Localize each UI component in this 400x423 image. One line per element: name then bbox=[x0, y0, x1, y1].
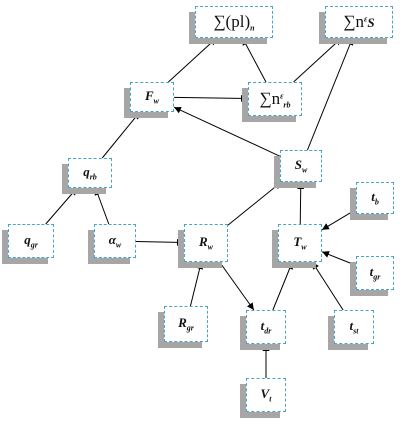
edge-fw-to-sum_nrb bbox=[173, 94, 249, 102]
node-rw[interactable]: Rw bbox=[178, 224, 228, 268]
node-box: tgr bbox=[356, 256, 394, 290]
edge-sw-to-fw bbox=[173, 106, 281, 157]
node-label: Vt bbox=[260, 386, 272, 404]
node-box: tb bbox=[356, 182, 394, 214]
node-label: ∑nεrb bbox=[259, 88, 291, 110]
node-tst[interactable]: tst bbox=[328, 310, 374, 350]
node-label: tst bbox=[349, 318, 359, 336]
node-rgr[interactable]: Rgr bbox=[158, 306, 208, 348]
edge-sum_nrb-to-sum_nes bbox=[293, 37, 342, 83]
edge-aw-to-rw bbox=[135, 238, 185, 246]
node-box: ∑nεS bbox=[325, 6, 393, 38]
node-qrb[interactable]: qrb bbox=[62, 158, 112, 194]
edge-fw-to-sum_pl bbox=[168, 37, 217, 83]
node-box: qrb bbox=[68, 158, 112, 188]
node-tdr[interactable]: tdr bbox=[240, 310, 286, 350]
node-box: Sw bbox=[280, 150, 322, 182]
node-tw[interactable]: Tw bbox=[272, 224, 322, 268]
node-label: qrb bbox=[83, 164, 97, 182]
node-label: Rgr bbox=[178, 315, 194, 333]
node-label: Fw bbox=[144, 88, 159, 106]
node-sum-n-eps-s[interactable]: ∑nεS bbox=[319, 6, 393, 44]
edge-tst-to-tw bbox=[311, 261, 344, 311]
node-box: Vt bbox=[246, 378, 286, 412]
edge-rw-to-sw bbox=[227, 181, 282, 226]
node-box: ∑nεrb bbox=[248, 82, 302, 116]
node-sw[interactable]: Sw bbox=[274, 150, 322, 188]
edge-layer bbox=[45, 37, 357, 378]
node-label: tb bbox=[371, 189, 379, 207]
node-sum-n-eps-rb[interactable]: ∑nεrb bbox=[242, 82, 302, 122]
node-alpha-w[interactable]: αw bbox=[88, 224, 136, 264]
node-label: tdr bbox=[260, 318, 272, 336]
edge-tw-to-sw bbox=[297, 181, 305, 225]
node-vt[interactable]: Vt bbox=[240, 378, 286, 418]
edge-qgr-to-qrb bbox=[45, 187, 78, 225]
node-label: Sw bbox=[294, 157, 308, 175]
node-label: ∑(pl)n bbox=[213, 11, 255, 33]
node-qgr[interactable]: qgr bbox=[2, 224, 54, 264]
edge-sw-to-sum_nes bbox=[306, 37, 354, 151]
edge-aw-to-qrb bbox=[94, 187, 110, 225]
edge-qrb-to-fw bbox=[101, 111, 141, 159]
node-box: ∑(pl)n bbox=[195, 6, 273, 38]
edge-sum_nrb-to-sum_pl bbox=[242, 37, 267, 83]
node-sum-pl[interactable]: ∑(pl)n bbox=[189, 6, 273, 44]
node-label: αw bbox=[108, 232, 122, 250]
node-box: tdr bbox=[246, 310, 286, 344]
node-label: qgr bbox=[24, 232, 38, 250]
node-fw[interactable]: Fw bbox=[124, 82, 174, 118]
node-label: Tw bbox=[293, 234, 307, 252]
node-label: tgr bbox=[369, 264, 381, 282]
node-box: tst bbox=[334, 310, 374, 344]
node-box: αw bbox=[94, 224, 136, 258]
edge-rw-to-tdr bbox=[219, 261, 255, 311]
edge-rgr-to-rw bbox=[189, 261, 204, 307]
edge-tdr-to-tw bbox=[272, 261, 293, 311]
node-box: Tw bbox=[278, 224, 322, 262]
node-tgr[interactable]: tgr bbox=[350, 256, 394, 296]
node-tb[interactable]: tb bbox=[350, 182, 394, 220]
node-label: Rw bbox=[198, 234, 213, 252]
node-box: Rgr bbox=[164, 306, 208, 342]
node-label: ∑nεS bbox=[343, 12, 375, 31]
node-box: Rw bbox=[184, 224, 228, 262]
node-box: Fw bbox=[130, 82, 174, 112]
node-box: qgr bbox=[8, 224, 54, 258]
